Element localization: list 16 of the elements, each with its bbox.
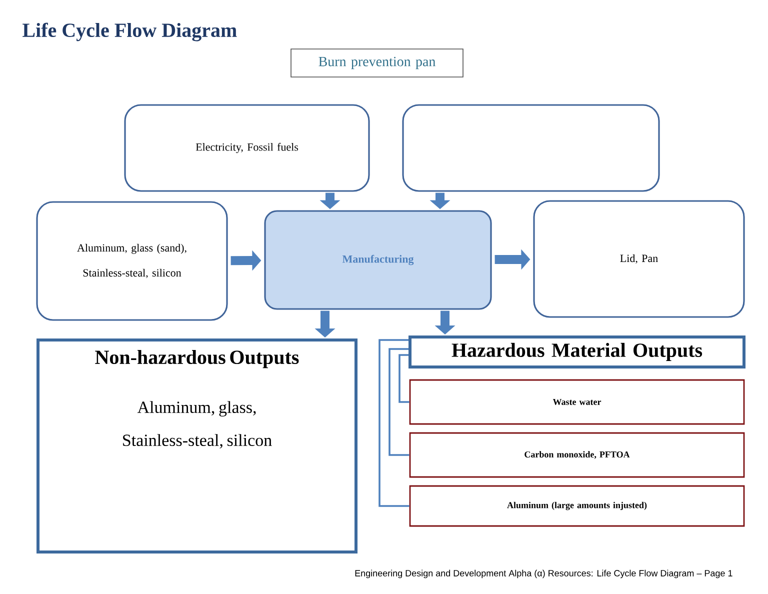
output-box: Waste water <box>409 379 745 425</box>
title-box: Burn prevention pan <box>290 48 464 78</box>
empty-box <box>402 104 660 192</box>
process-box: Electricity, Fossil fuels <box>124 104 370 192</box>
connector-line <box>398 354 410 403</box>
connector-line <box>378 339 410 507</box>
output-box: Non-hazardous Outputs Aluminum, glass, Stainless-steal, silicon <box>36 338 358 554</box>
output-box: Carbon monoxide, PFTOA <box>409 432 745 478</box>
title: Life Cycle Flow Diagram <box>22 22 237 42</box>
footer-text: Engineering Design and Development Alpha (α) Resources: Life Cycle Flow Diagram – Page 1 <box>355 570 732 578</box>
process-box: Lid, Pan <box>533 200 745 318</box>
connector-line <box>388 348 410 456</box>
output-box: Hazardous Material Outputs <box>408 336 746 368</box>
output-box: Aluminum (large amounts injusted) <box>409 485 745 527</box>
process-box: Aluminum, glass (sand), Stainless-steal, silicon <box>36 201 228 321</box>
process-box: Manufacturing <box>264 210 492 310</box>
